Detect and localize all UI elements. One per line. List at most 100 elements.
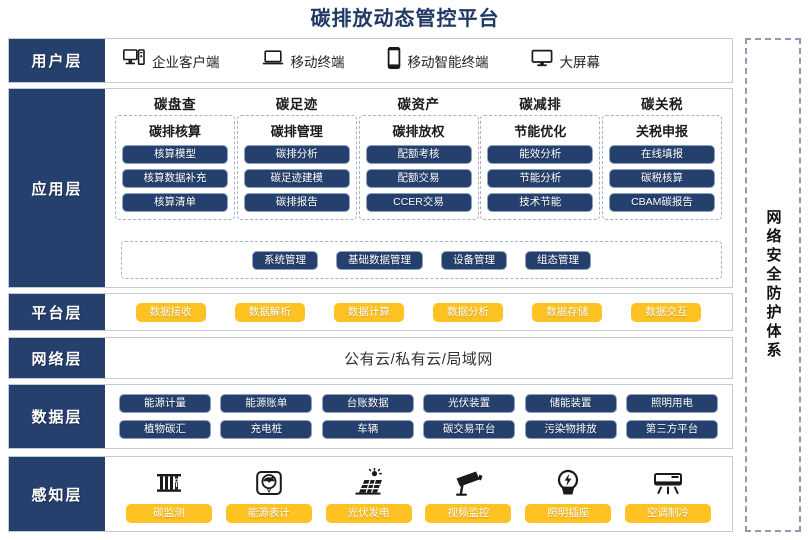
sense-item-energy-meter[interactable]: V 能源表计 (225, 466, 312, 523)
app-item-button[interactable]: 配额考核 (365, 145, 472, 164)
network-layer-label: 网络层 (9, 338, 105, 378)
platform-item-button[interactable]: 数据交互 (631, 302, 702, 322)
network-security-sidebar: 网络安全防护体系 (745, 38, 801, 532)
management-button-configuration[interactable]: 组态管理 (525, 250, 591, 270)
platform-layer-label: 平台层 (9, 294, 105, 330)
sense-item-label: 碳监测 (125, 503, 212, 523)
sense-item-air-conditioning[interactable]: 空调制冷 (625, 466, 712, 523)
data-layer: 数据层 能源计量 能源账单 台账数据 光伏装置 储能装置 照明用电 植物碳汇 充… (8, 384, 733, 449)
data-item-button[interactable]: 污染物排放 (524, 420, 617, 439)
platform-item-button[interactable]: 数据接收 (135, 302, 206, 322)
app-item-button[interactable]: 技术节能 (487, 193, 594, 212)
user-layer: 用户层 企业客户端 (8, 38, 733, 83)
sense-item-label: 能源表计 (225, 503, 312, 523)
monitor-icon (531, 49, 553, 72)
user-item-label: 大屏幕 (559, 54, 601, 70)
app-item-button[interactable]: CBAM碳报告 (609, 193, 715, 212)
sense-item-solar-power[interactable]: 光伏发电 (325, 466, 412, 523)
smartphone-icon (387, 46, 401, 74)
data-layer-row: 植物碳汇 充电桩 车辆 碳交易平台 污染物排放 第三方平台 (119, 420, 718, 439)
app-group-box: 碳排核算 核算模型 核算数据补充 核算清单 (115, 115, 235, 220)
app-group-subtitle: 碳排核算 (148, 124, 201, 139)
user-item-label: 移动智能终端 (407, 54, 489, 70)
platform-item-button[interactable]: 数据解析 (234, 302, 305, 322)
sense-item-label: 视频监控 (425, 503, 512, 523)
app-item-button[interactable]: 核算模型 (122, 145, 228, 164)
user-item-enterprise-client[interactable]: 企业客户端 (123, 49, 220, 72)
solar-panel-icon (353, 466, 385, 500)
sense-item-label: 光伏发电 (325, 503, 412, 523)
network-layer-body: 公有云/私有云/局域网 (105, 338, 732, 378)
app-group-carbon-inventory: 碳盘查 碳排核算 核算模型 核算数据补充 核算清单 (115, 93, 235, 220)
data-layer-label: 数据层 (9, 385, 105, 448)
app-group-carbon-footprint: 碳足迹 碳排管理 碳排分析 碳足迹建模 碳排报告 (236, 93, 357, 220)
app-group-carbon-asset: 碳资产 碳排放权 配额考核 配额交易 CCER交易 (358, 93, 479, 220)
page-title: 碳排放动态管控平台 (310, 8, 500, 30)
sense-item-label: 照明插座 (525, 503, 612, 523)
app-group-carbon-tariff: 碳关税 关税申报 在线填报 碳税核算 CBAM碳报告 (602, 93, 722, 220)
management-button-basic-data[interactable]: 基础数据管理 (336, 250, 423, 270)
data-item-button[interactable]: 充电桩 (220, 420, 313, 439)
data-item-button[interactable]: 储能装置 (524, 394, 617, 413)
app-item-button[interactable]: 碳足迹建模 (243, 169, 350, 188)
app-item-button[interactable]: 能效分析 (487, 145, 594, 164)
sense-item-lighting-socket[interactable]: 照明插座 (525, 466, 612, 523)
platform-layer: 平台层 数据接收 数据解析 数据计算 数据分析 数据存储 数据交互 (8, 293, 733, 331)
air-conditioner-icon (652, 466, 684, 500)
user-layer-body: 企业客户端 移动终端 (105, 39, 732, 82)
management-button-device[interactable]: 设备管理 (441, 250, 507, 270)
application-layer: 应用层 碳盘查 碳排核算 核算模型 核算数据补充 核算清单 碳足迹 碳排管理 (8, 88, 733, 288)
data-item-button[interactable]: 台账数据 (321, 394, 414, 413)
data-layer-row: 能源计量 能源账单 台账数据 光伏装置 储能装置 照明用电 (119, 394, 718, 413)
sense-item-video-surveillance[interactable]: 视频监控 (425, 466, 512, 523)
application-group-row: 碳盘查 碳排核算 核算模型 核算数据补充 核算清单 碳足迹 碳排管理 碳排分析 … (105, 89, 732, 220)
application-layer-body: 碳盘查 碳排核算 核算模型 核算数据补充 核算清单 碳足迹 碳排管理 碳排分析 … (105, 89, 732, 287)
cctv-camera-icon (452, 466, 484, 500)
management-button-system[interactable]: 系统管理 (252, 250, 318, 270)
data-layer-body: 能源计量 能源账单 台账数据 光伏装置 储能装置 照明用电 植物碳汇 充电桩 车… (105, 385, 732, 448)
data-item-button[interactable]: 照明用电 (625, 394, 718, 413)
data-item-button[interactable]: 光伏装置 (423, 394, 516, 413)
sense-item-label: 空调制冷 (625, 503, 712, 523)
app-item-button[interactable]: 核算清单 (122, 193, 228, 212)
platform-item-button[interactable]: 数据存储 (532, 302, 603, 322)
app-group-subtitle: 碳排管理 (270, 124, 323, 139)
sense-item-carbon-monitoring[interactable]: 碳监测 (125, 466, 212, 523)
platform-item-button[interactable]: 数据计算 (333, 302, 404, 322)
app-group-box: 碳排放权 配额考核 配额交易 CCER交易 (358, 115, 479, 220)
app-group-carbon-reduction: 碳减排 节能优化 能效分析 节能分析 技术节能 (480, 93, 601, 220)
user-item-mobile-terminal[interactable]: 移动终端 (262, 49, 345, 72)
app-item-button[interactable]: 配额交易 (365, 169, 472, 188)
user-item-label: 企业客户端 (152, 54, 220, 70)
data-item-button[interactable]: 植物碳汇 (119, 420, 211, 439)
svg-text:V: V (266, 485, 271, 494)
platform-layer-body: 数据接收 数据解析 数据计算 数据分析 数据存储 数据交互 (105, 294, 732, 330)
network-layer-text: 公有云/私有云/局域网 (344, 350, 493, 368)
user-item-large-screen[interactable]: 大屏幕 (531, 49, 601, 72)
app-group-title: 碳资产 (397, 97, 440, 112)
application-layer-label: 应用层 (9, 89, 105, 287)
app-item-button[interactable]: 节能分析 (487, 169, 594, 188)
app-item-button[interactable]: CCER交易 (365, 193, 472, 212)
data-item-button[interactable]: 能源账单 (220, 394, 313, 413)
app-group-title: 碳盘查 (154, 97, 196, 112)
data-item-button[interactable]: 能源计量 (119, 394, 211, 413)
app-item-button[interactable]: 在线填报 (609, 145, 715, 164)
app-group-subtitle: 碳排放权 (392, 124, 445, 139)
user-item-smart-mobile-terminal[interactable]: 移动智能终端 (387, 46, 489, 74)
data-item-button[interactable]: 第三方平台 (625, 420, 718, 439)
app-item-button[interactable]: 碳排分析 (243, 145, 350, 164)
data-item-button[interactable]: 碳交易平台 (423, 420, 516, 439)
desktop-tower-icon (123, 49, 145, 72)
network-security-label: 网络安全防护体系 (764, 209, 782, 361)
app-item-button[interactable]: 碳排报告 (243, 193, 350, 212)
platform-item-button[interactable]: 数据分析 (433, 302, 504, 322)
data-item-button[interactable]: 车辆 (321, 420, 414, 439)
app-item-button[interactable]: 碳税核算 (609, 169, 715, 188)
management-box: 系统管理 基础数据管理 设备管理 组态管理 (121, 241, 722, 279)
app-item-button[interactable]: 核算数据补充 (122, 169, 228, 188)
user-item-label: 移动终端 (290, 54, 345, 70)
app-group-box: 关税申报 在线填报 碳税核算 CBAM碳报告 (602, 115, 722, 220)
app-group-title: 碳关税 (641, 97, 683, 112)
